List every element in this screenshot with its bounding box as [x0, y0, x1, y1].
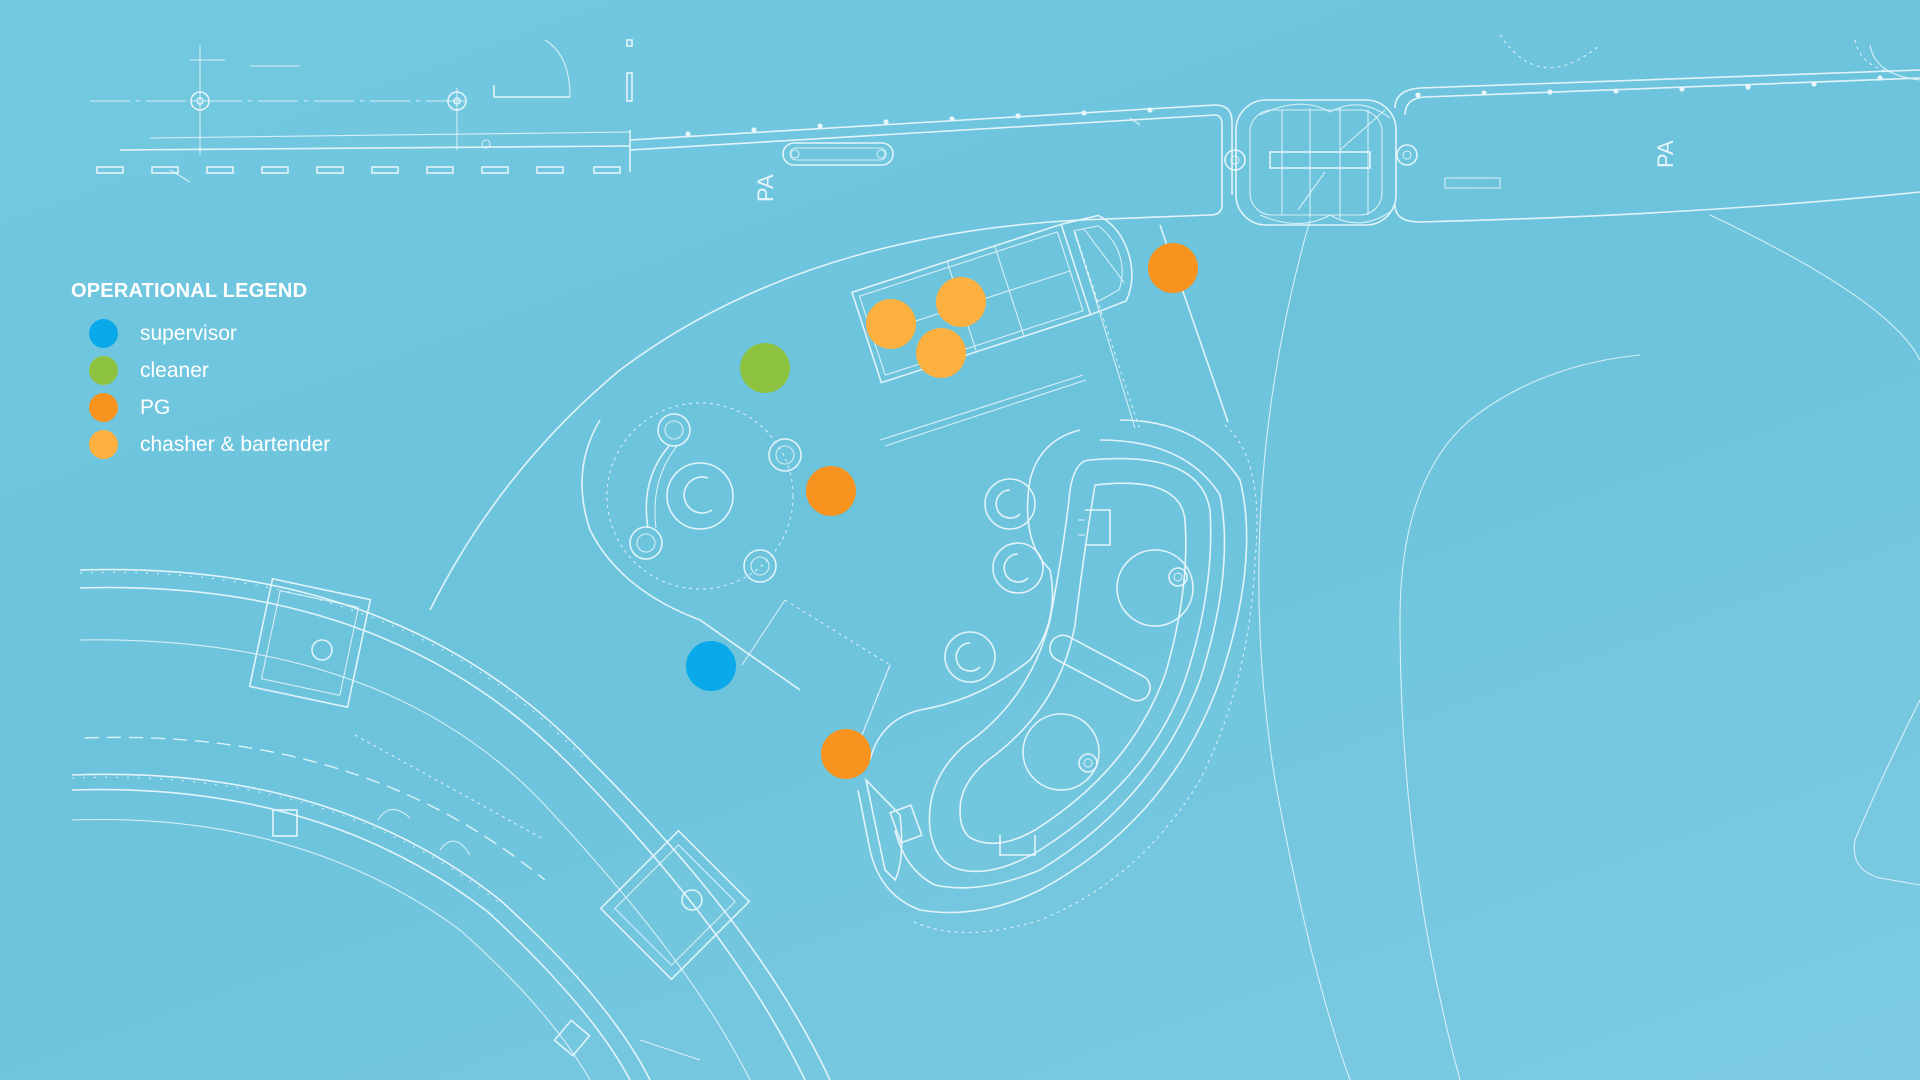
legend-label: supervisor: [140, 321, 237, 345]
pa-label-right: PA: [1653, 140, 1678, 168]
legend-title: OPERATIONAL LEGEND: [71, 280, 308, 302]
legend-label: chasher & bartender: [140, 432, 331, 456]
legend-label: PG: [140, 395, 171, 419]
seating-circle: [606, 402, 802, 590]
cleaner-marker: [740, 343, 790, 393]
food-truck: [850, 214, 1133, 384]
top-left-structure: [90, 39, 633, 183]
right-area-curves: [1258, 214, 1920, 1080]
supervisor-marker: [686, 641, 736, 691]
legend-item-chasher-bartender: chasher & bartender: [71, 426, 330, 463]
bartender-marker: [866, 299, 916, 349]
bartender-marker: [916, 328, 966, 378]
pg-marker: [1148, 243, 1198, 293]
legend-swatch: [89, 356, 118, 385]
arena-arcs: [71, 568, 831, 1080]
legend-swatch: [89, 430, 118, 459]
pg-marker: [821, 729, 871, 779]
top-right-curb: PA: [1394, 34, 1920, 223]
staff-markers: [686, 243, 1198, 779]
kiosk-area: [581, 224, 1229, 741]
pa-label-left: PA: [753, 174, 778, 202]
dashed-barrier: [96, 166, 621, 174]
legend-swatch: [89, 393, 118, 422]
legend-item-pg: PG: [71, 389, 330, 426]
bartender-marker: [936, 277, 986, 327]
legend-swatch: [89, 319, 118, 348]
legend-item-cleaner: cleaner: [71, 352, 330, 389]
pg-marker: [806, 466, 856, 516]
legend-label: cleaner: [140, 358, 209, 382]
entry-gate: [1224, 99, 1418, 226]
bar-counter: [857, 419, 1258, 934]
top-rail: PA: [429, 75, 1883, 611]
operational-legend: OPERATIONAL LEGEND supervisor cleaner PG…: [71, 280, 330, 463]
legend-item-supervisor: supervisor: [71, 315, 330, 352]
